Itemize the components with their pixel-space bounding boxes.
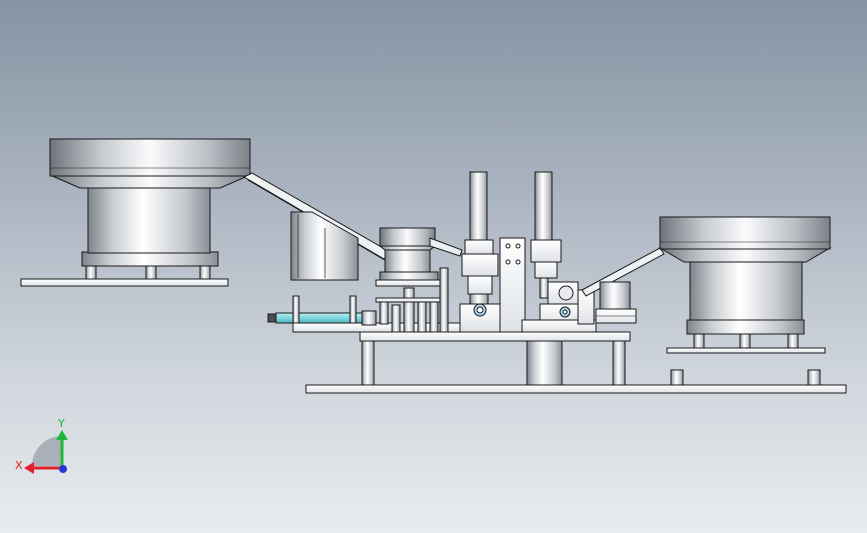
left-bowl-flare	[49, 174, 251, 189]
right-feed-chute	[581, 247, 665, 324]
left-bowl-foot-2	[145, 264, 157, 280]
center-small-bowl	[375, 227, 463, 287]
right-bowl-base-ring	[686, 319, 805, 335]
tower-center-block	[499, 237, 526, 333]
right-bowl-feeder	[658, 216, 832, 354]
left-bowl-rim	[49, 138, 251, 177]
right-bowl-drive-body	[689, 261, 803, 321]
left-chute-support	[290, 211, 359, 281]
left-bowl-foot-3	[199, 264, 211, 280]
triad-y-label: Y	[57, 417, 65, 430]
right-bowl-base-plate	[666, 347, 826, 354]
right-bowl-rim	[659, 216, 831, 250]
triad-plane-icon	[32, 436, 62, 466]
triad-x-label: X	[15, 459, 23, 472]
press-towers	[459, 171, 597, 333]
left-bowl-base-ring	[81, 251, 219, 267]
tower-right	[534, 171, 553, 243]
left-bowl-drive-body	[87, 184, 211, 254]
left-feed-chute	[242, 172, 393, 281]
foot-pad-1	[670, 369, 684, 386]
foot-pad-2	[807, 369, 821, 386]
triad-x-arrow	[24, 462, 34, 474]
center-bowl-base	[379, 271, 439, 281]
table-leg-right	[612, 339, 626, 386]
table-top	[359, 331, 631, 342]
left-bowl-foot-1	[85, 264, 97, 280]
triad-y-arrow	[56, 430, 68, 440]
left-bowl-feeder	[20, 138, 251, 287]
coordinate-triad: Y X	[15, 417, 68, 474]
floor-base-plate	[305, 384, 847, 394]
main-frame	[292, 322, 847, 394]
tower-left	[469, 171, 488, 243]
center-bowl-rim	[379, 227, 436, 247]
machine-assembly	[20, 138, 847, 394]
center-bowl-body	[384, 249, 431, 273]
table-center-column	[526, 339, 563, 386]
triad-z-axis	[59, 465, 67, 473]
pneumatic-cylinder-left	[267, 267, 449, 333]
right-chute-support	[599, 281, 631, 313]
left-bowl-base-plate	[20, 278, 229, 287]
table-leg-left	[361, 339, 375, 386]
